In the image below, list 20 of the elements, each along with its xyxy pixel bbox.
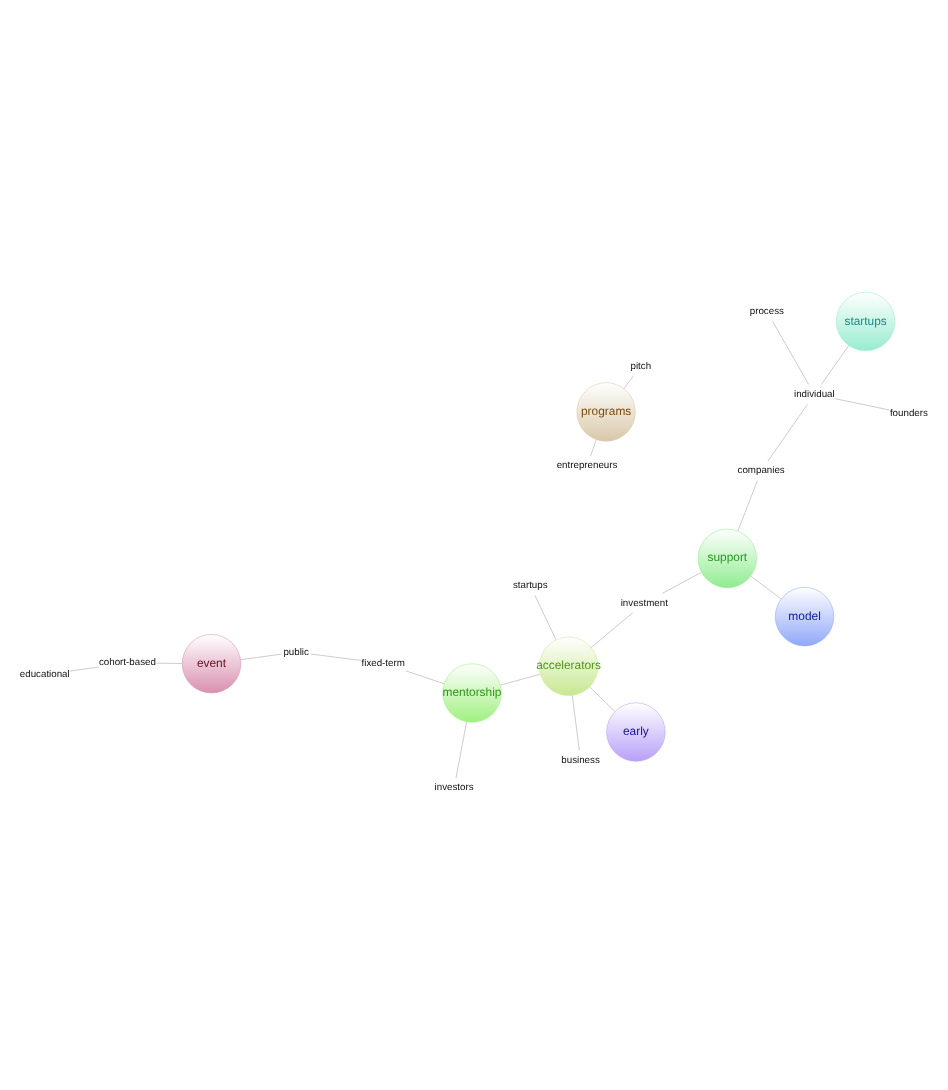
connector	[834, 398, 890, 411]
connector	[500, 673, 541, 686]
connector	[590, 439, 597, 457]
connector	[737, 480, 758, 532]
connector	[534, 595, 557, 640]
connector	[662, 572, 702, 594]
connector	[455, 721, 467, 779]
connector	[750, 575, 782, 600]
connector	[405, 670, 445, 684]
connector	[623, 376, 634, 389]
connector	[590, 612, 633, 648]
connector	[821, 345, 849, 385]
connector	[310, 653, 362, 661]
connector	[572, 695, 580, 751]
connector	[240, 653, 282, 660]
connector	[589, 686, 616, 712]
connector	[767, 403, 808, 462]
connector	[69, 666, 99, 672]
connector	[772, 320, 809, 385]
connector	[156, 662, 183, 664]
